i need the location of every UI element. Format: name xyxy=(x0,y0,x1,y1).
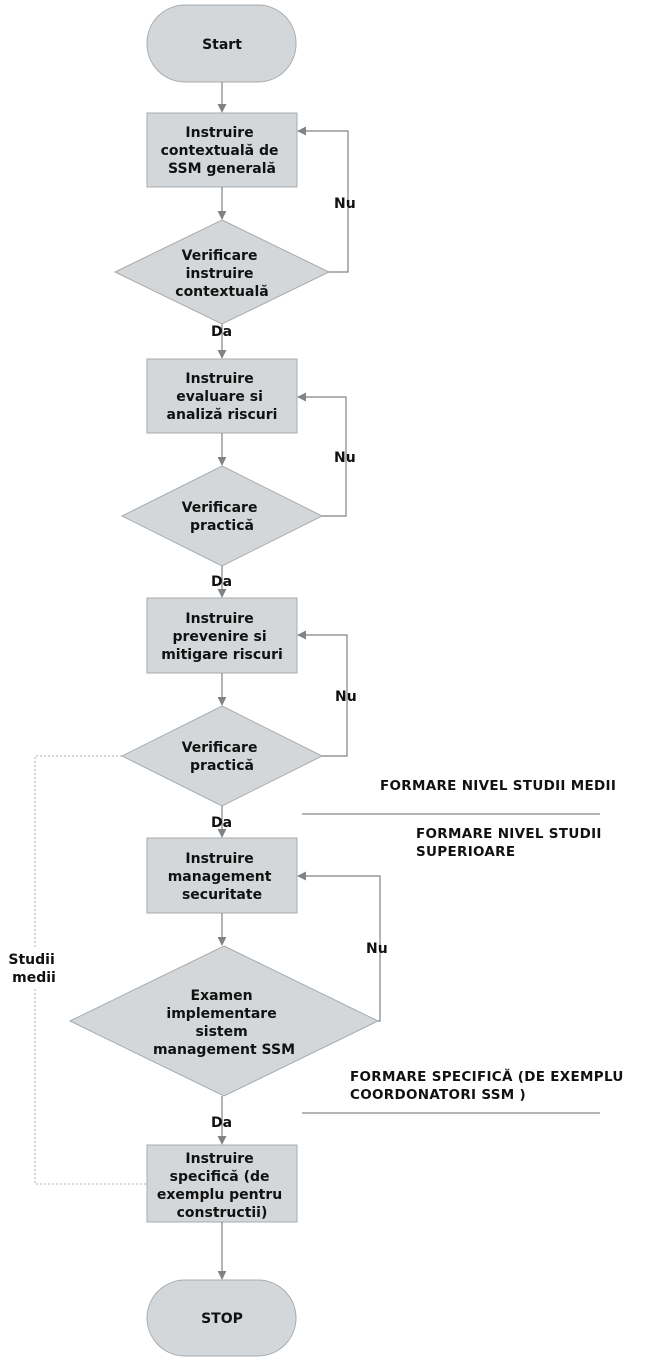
medium-studies-label-bg xyxy=(6,948,62,988)
edge-label-no-1: Nu xyxy=(334,196,356,212)
step-risk-evaluation-training-label: Instruire evaluare si analiză riscuri xyxy=(167,371,278,423)
start-label: Start xyxy=(202,37,242,53)
edge-label-yes-3: Da xyxy=(211,815,232,831)
edge-label-no-2: Nu xyxy=(334,450,356,466)
edge-label-yes-1: Da xyxy=(211,324,232,340)
decision-contextual-check-label: Verificare instruire contextuală xyxy=(175,248,268,300)
edge-label-yes-4: Da xyxy=(211,1115,232,1131)
edge-label-no-3: Nu xyxy=(335,689,357,705)
loop-check2-no xyxy=(297,392,347,517)
step-risk-prevention-training xyxy=(146,597,298,674)
loop-check1-no xyxy=(297,126,349,273)
decision-practical-check-1 xyxy=(120,465,324,567)
edge-label-yes-2: Da xyxy=(211,574,232,590)
step-security-management-training xyxy=(146,837,298,914)
step-contextual-training xyxy=(146,112,298,188)
loop-check4-no xyxy=(297,871,381,1022)
decision-practical-check-2 xyxy=(120,705,324,807)
annotation-specific-training: FORMARE SPECIFICĂ (DE EXEMPLU COORDONATO… xyxy=(350,1067,629,1103)
decision-practical-check-1-label: Verificare practică xyxy=(182,500,263,534)
annotation-medium-level: FORMARE NIVEL STUDII MEDII xyxy=(380,778,616,794)
stop-terminal xyxy=(146,1279,297,1357)
annotation-higher-level: FORMARE NIVEL STUDII SUPERIOARE xyxy=(416,826,607,860)
decision-ssm-exam xyxy=(68,945,380,1097)
edge-label-no-4: Nu xyxy=(366,941,388,957)
medium-studies-label: Studii medii xyxy=(8,952,59,986)
stop-label: STOP xyxy=(201,1311,243,1327)
step-risk-prevention-training-label: Instruire prevenire si mitigare riscuri xyxy=(161,611,283,663)
decision-ssm-exam-label: Examen implementare sistem management SS… xyxy=(153,988,295,1058)
step-contextual-training-label: Instruire contextuală de SSM generală xyxy=(161,125,284,177)
step-specific-training-label: Instruire specifică (de exemplu pentru c… xyxy=(157,1151,287,1221)
loop-check3-no xyxy=(297,630,348,757)
step-risk-evaluation-training xyxy=(146,358,298,434)
step-security-management-training-label: Instruire management securitate xyxy=(168,851,277,903)
step-specific-training xyxy=(146,1144,298,1223)
decision-practical-check-2-label: Verificare practică xyxy=(182,740,263,774)
